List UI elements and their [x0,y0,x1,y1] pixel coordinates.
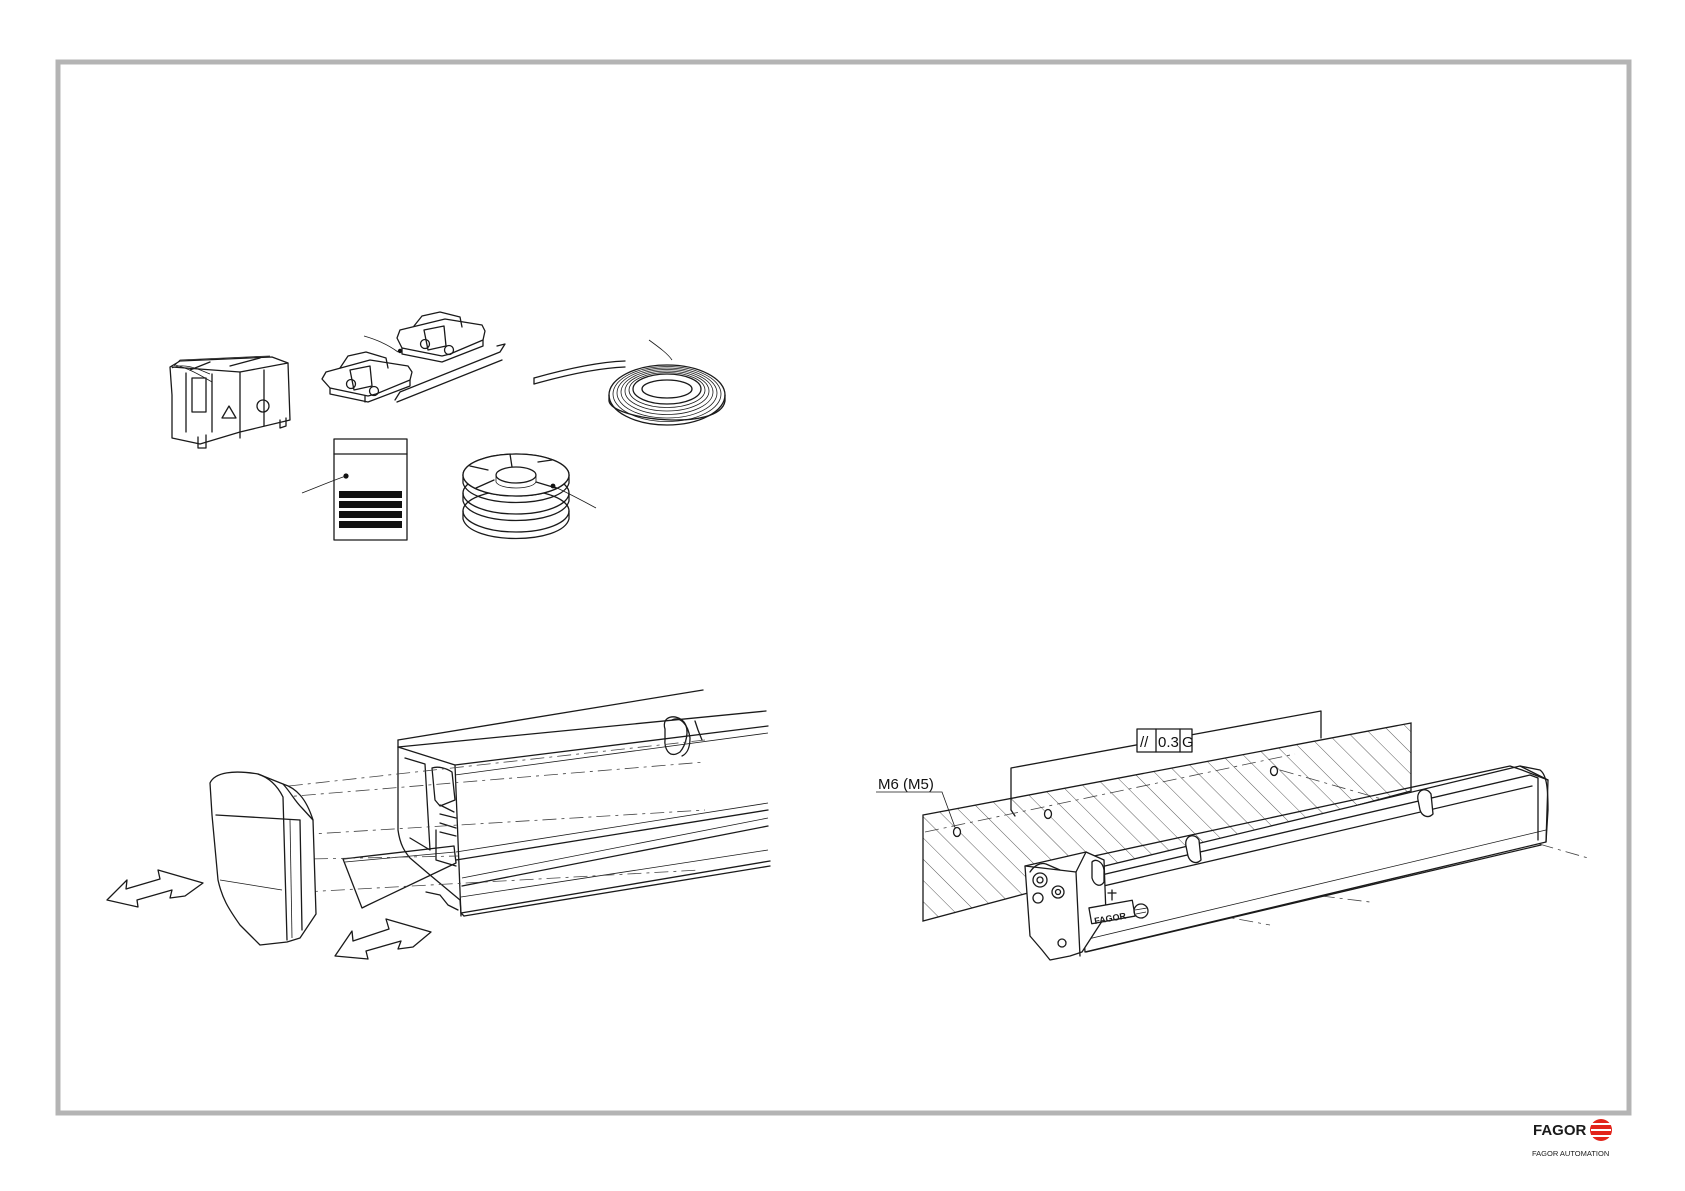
tolerance-value: 0.3 [1158,734,1179,751]
logo-subtitle: FAGOR AUTOMATION [1532,1149,1609,1158]
mounting-clamps-part [322,312,505,402]
tolerance-datum: G [1182,734,1194,751]
tolerance-symbol: // [1140,734,1149,751]
thread-label: M6 (M5) [878,776,934,793]
profile-endcap-view [107,690,770,959]
mounting-view: // 0.3 G M6 (M5) [876,711,1588,960]
kit-leader-lines [175,336,672,508]
booklet-part [334,439,407,540]
drawing-frame [58,62,1629,1113]
washers-part [463,454,569,539]
logo-text: FAGOR [1533,1122,1587,1139]
fagor-logo: FAGOR FAGOR AUTOMATION [1532,1119,1612,1158]
tape-coil-part [534,361,725,425]
